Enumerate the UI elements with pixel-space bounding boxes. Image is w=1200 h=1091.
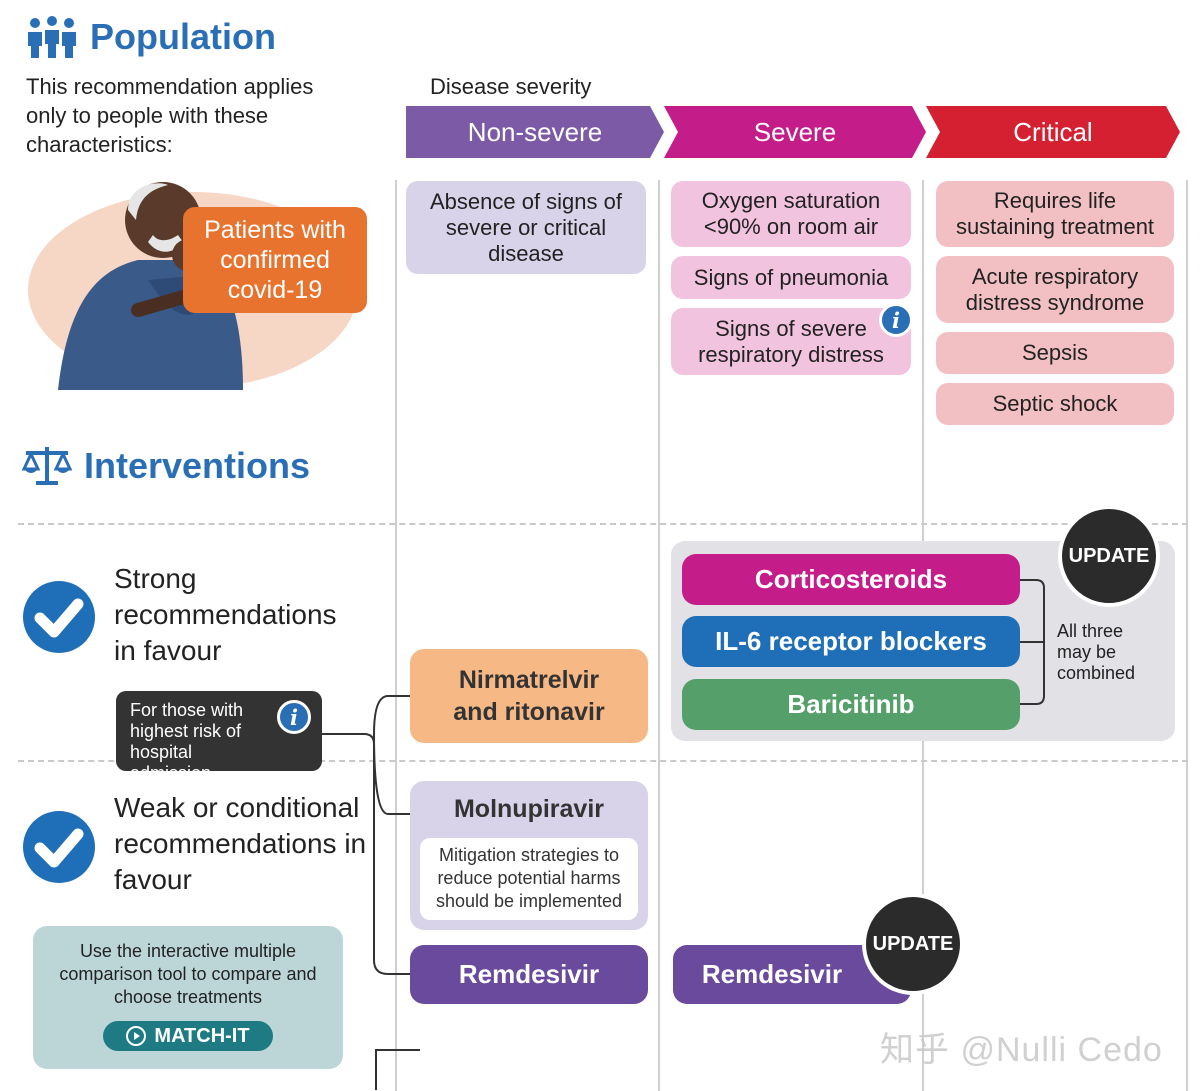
update-badge-strong: UPDATE [1058, 505, 1160, 607]
severity-severe: Severe [664, 106, 926, 158]
combined-bracket [1020, 579, 1045, 705]
patients-label: Patients with confirmed covid-19 [183, 207, 367, 313]
watermark: 知乎 @Nulli Cedo [880, 1031, 1163, 1069]
criterion-non-severe-1: Absence of signs of severe or critical d… [406, 181, 646, 274]
match-it-button[interactable]: MATCH-IT [103, 1021, 273, 1051]
info-icon-high-risk[interactable]: i [277, 700, 311, 734]
severity-non-severe: Non-severe [406, 106, 664, 158]
column-divider-2 [658, 180, 660, 1091]
severity-label: Disease severity [430, 74, 592, 99]
connector-lines [322, 695, 420, 1090]
checkmark-icon-weak [23, 811, 95, 883]
row-divider-weak [18, 760, 1188, 762]
drug-remdesivir-non-severe: Remdesivir [410, 945, 648, 1004]
criterion-critical-3: Sepsis [936, 332, 1174, 374]
criterion-critical-1: Requires life sustaining treatment [936, 181, 1174, 247]
drug-molnupiravir-note: Mitigation strategies to reduce potentia… [420, 838, 638, 920]
play-icon [126, 1026, 147, 1046]
drug-nirmatrelvir-ritonavir: Nirmatrelvir and ritonavir [410, 649, 648, 743]
balance-scale-icon [22, 447, 72, 485]
match-it-panel: Use the interactive multiple comparison … [33, 926, 343, 1069]
weak-recommendations-title: Weak or conditional recommendations in f… [114, 792, 367, 895]
high-risk-note: For those with highest risk of hospital … [116, 691, 322, 783]
population-heading: Population [26, 16, 276, 58]
severity-non-severe-label: Non-severe [467, 117, 603, 147]
column-divider-4 [1186, 180, 1188, 1091]
severity-critical-label: Critical [1013, 117, 1093, 147]
checkmark-icon-strong [23, 581, 95, 653]
match-it-button-label: MATCH-IT [154, 1024, 250, 1047]
interventions-heading: Interventions [22, 445, 310, 487]
row-divider-strong [18, 523, 1188, 525]
severity-severe-label: Severe [753, 117, 837, 147]
criterion-critical-2: Acute respiratory distress syndrome [936, 256, 1174, 323]
update-badge-weak: UPDATE [862, 893, 964, 995]
population-title: Population [90, 16, 276, 57]
drug-corticosteroids: Corticosteroids [682, 554, 1020, 605]
strong-recommendations-title: Strong recommendations in favour [114, 563, 337, 666]
criterion-severe-2: Signs of pneumonia [671, 256, 911, 299]
criterion-severe-3: Signs of severe respiratory distress [671, 308, 911, 375]
criterion-critical-4: Septic shock [936, 383, 1174, 425]
interventions-title: Interventions [84, 445, 311, 486]
column-divider-1 [395, 180, 397, 1091]
match-it-description: Use the interactive multiple comparison … [59, 941, 317, 1007]
high-risk-note-text: For those with highest risk of hospital … [130, 700, 244, 783]
drug-baricitinib: Baricitinib [682, 679, 1020, 730]
drug-il6-receptor-blockers: IL-6 receptor blockers [682, 616, 1020, 667]
drug-molnupiravir-label: Molnupiravir [453, 795, 604, 823]
combined-note: All three may be combined [1057, 621, 1136, 683]
population-intro: This recommendation applies only to peop… [26, 74, 314, 157]
people-icon [28, 16, 76, 58]
criterion-severe-1: Oxygen saturation <90% on room air [671, 181, 911, 247]
severity-critical: Critical [926, 106, 1180, 158]
drug-molnupiravir: Molnupiravir Mitigation strategies to re… [410, 781, 648, 930]
info-icon-severe[interactable]: i [879, 303, 913, 337]
